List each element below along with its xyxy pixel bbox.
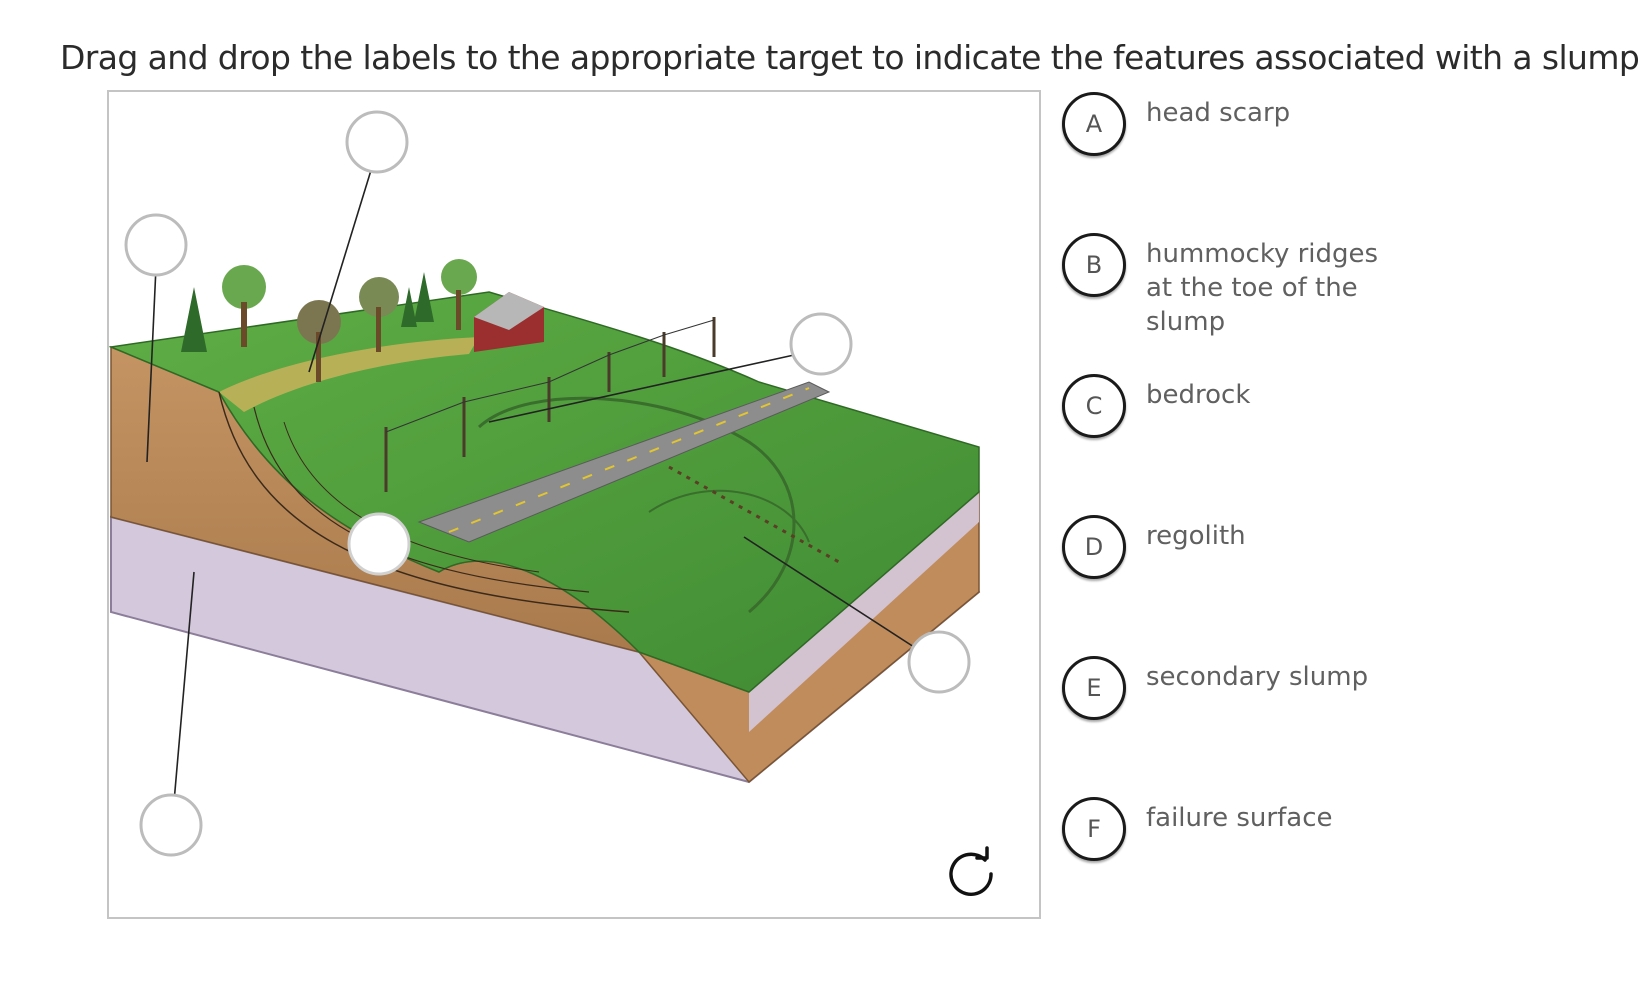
option-label: secondary slump: [1146, 662, 1369, 692]
option-badge: C: [1062, 374, 1126, 438]
reset-button[interactable]: [941, 842, 1001, 902]
option-label: head scarp: [1146, 98, 1291, 128]
slump-diagram: [109, 110, 981, 857]
option-bedrock[interactable]: C bedrock: [1060, 372, 1620, 452]
target-center[interactable]: [347, 512, 411, 576]
option-label: regolith: [1146, 521, 1246, 551]
option-badge: E: [1062, 656, 1126, 720]
option-label: failure surface: [1146, 803, 1333, 833]
target-upper-left[interactable]: [124, 213, 188, 277]
diagram-panel: [107, 90, 1041, 919]
option-label: hummocky ridges at the toe of the slump: [1146, 239, 1379, 337]
barn: [474, 292, 544, 352]
option-regolith[interactable]: D regolith: [1060, 513, 1620, 593]
option-badge: D: [1062, 515, 1126, 579]
label-options: A head scarp B hummocky ridges at the to…: [1060, 90, 1620, 870]
leader-lines: [146, 166, 915, 803]
instruction-text: Drag and drop the labels to the appropri…: [60, 38, 1640, 77]
target-top[interactable]: [345, 110, 409, 174]
target-right[interactable]: [789, 312, 853, 376]
refresh-icon: [949, 846, 993, 896]
option-failure-surface[interactable]: F failure surface: [1060, 795, 1620, 875]
trees: [181, 259, 477, 382]
option-secondary-slump[interactable]: E secondary slump: [1060, 654, 1620, 734]
option-hummocky-ridges[interactable]: B hummocky ridges at the toe of the slum…: [1060, 231, 1620, 337]
target-lower-right[interactable]: [907, 630, 971, 694]
option-badge: B: [1062, 233, 1126, 297]
option-badge: F: [1062, 797, 1126, 861]
option-label: bedrock: [1146, 380, 1251, 410]
option-badge: A: [1062, 92, 1126, 156]
utility-poles: [384, 317, 716, 492]
option-head-scarp[interactable]: A head scarp: [1060, 90, 1620, 170]
target-bottom-left[interactable]: [139, 793, 203, 857]
